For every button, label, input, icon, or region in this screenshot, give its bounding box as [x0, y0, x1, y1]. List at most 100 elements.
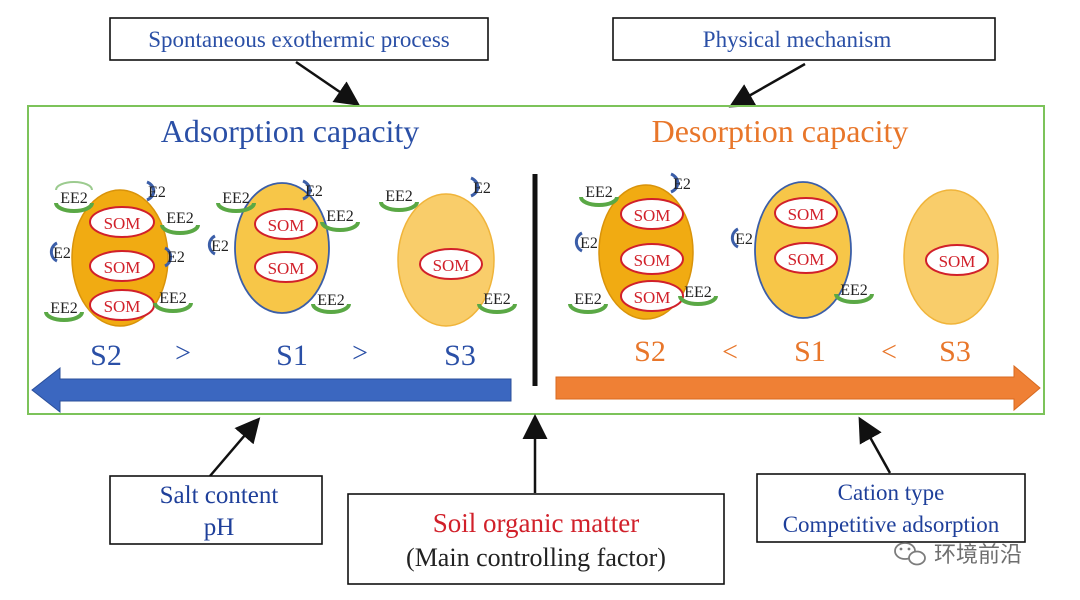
particle-s1-desorption: SOM SOM — [754, 181, 852, 319]
ee2-tag: EE2 — [160, 210, 200, 235]
e2-tag: E2 — [574, 231, 598, 253]
bottom-right-line1: Cation type — [838, 480, 945, 505]
e2-label: E2 — [580, 235, 598, 252]
order-s1: S1 — [276, 339, 308, 372]
order-sign: < — [722, 337, 738, 368]
e2-tag: E2 — [49, 241, 71, 263]
bottom-center-box: Soil organic matter (Main controlling fa… — [347, 493, 725, 585]
ee2-tag: EE2 — [834, 282, 874, 304]
som-marker: SOM — [774, 197, 838, 229]
bottom-left-line2: pH — [204, 514, 235, 541]
som-marker: SOM — [89, 206, 155, 238]
ee2-label: EE2 — [317, 292, 345, 309]
wechat-icon — [894, 542, 926, 566]
som-marker: SOM — [254, 208, 318, 240]
bottom-center-line2: (Main controlling factor) — [406, 543, 666, 572]
adsorption-title: Adsorption capacity — [161, 113, 420, 149]
som-label: SOM — [104, 214, 141, 233]
order-sign: < — [881, 337, 897, 368]
ee2-tag: EE2 — [54, 181, 94, 213]
ee2-tag: EE2 — [568, 291, 608, 314]
som-marker: SOM — [419, 248, 483, 280]
particle-s2-adsorption: SOM SOM SOM — [71, 189, 169, 327]
som-label: SOM — [634, 288, 671, 307]
ee2-label: EE2 — [840, 282, 868, 299]
ee2-label: EE2 — [574, 291, 602, 308]
particle-s3-adsorption: SOM — [397, 193, 495, 327]
som-label: SOM — [104, 258, 141, 277]
som-label: SOM — [268, 259, 305, 278]
desorption-title: Desorption capacity — [652, 113, 909, 149]
som-marker: SOM — [89, 250, 155, 282]
ee2-label: EE2 — [326, 208, 354, 225]
som-label: SOM — [104, 297, 141, 316]
ee2-label: EE2 — [159, 290, 187, 307]
desorption-order: S2 < S1 < S3 — [634, 335, 971, 368]
ee2-tag: EE2 — [311, 292, 351, 314]
e2-tag: E2 — [470, 176, 491, 198]
e2-tag: E2 — [730, 227, 753, 249]
som-label: SOM — [788, 250, 825, 269]
order-s3: S3 — [939, 335, 971, 368]
e2-tag: E2 — [164, 246, 185, 268]
e2-label: E2 — [305, 183, 323, 200]
ee2-tag: EE2 — [44, 300, 84, 322]
som-label: SOM — [268, 216, 305, 235]
order-sign: > — [352, 338, 368, 369]
top-left-box: Spontaneous exothermic process — [109, 17, 489, 61]
ee2-label: EE2 — [684, 284, 712, 301]
som-marker: SOM — [620, 243, 684, 275]
e2-tag: E2 — [670, 172, 691, 194]
e2-label: E2 — [53, 245, 71, 262]
desorption-arrow — [555, 364, 1041, 412]
bottom-left-box: Salt content pH — [109, 475, 323, 545]
top-left-arrow — [295, 60, 361, 106]
ee2-tag: EE2 — [216, 190, 256, 213]
bottom-left-arrow — [209, 417, 261, 477]
ee2-label: EE2 — [585, 184, 613, 201]
ee2-label: EE2 — [166, 210, 194, 227]
e2-label: E2 — [673, 176, 691, 193]
particle-s3-desorption: SOM — [903, 189, 999, 325]
order-s1: S1 — [794, 335, 826, 368]
som-label: SOM — [634, 251, 671, 270]
adsorption-arrow — [31, 366, 512, 414]
e2-tag: E2 — [302, 179, 323, 201]
som-label: SOM — [788, 205, 825, 224]
som-marker: SOM — [254, 251, 318, 283]
top-right-box: Physical mechanism — [612, 17, 996, 61]
bottom-right-line2: Competitive adsorption — [783, 512, 1000, 537]
order-s3: S3 — [444, 339, 476, 372]
top-right-box-label: Physical mechanism — [703, 27, 892, 52]
top-right-arrow — [728, 62, 806, 108]
som-marker: SOM — [925, 244, 989, 276]
watermark: 环境前沿 — [894, 542, 1022, 568]
bottom-right-arrow — [858, 416, 892, 474]
e2-label: E2 — [735, 231, 753, 248]
ee2-tag: EE2 — [678, 284, 718, 306]
som-label: SOM — [433, 256, 470, 275]
e2-label: E2 — [211, 238, 229, 255]
bottom-right-box: Cation type Competitive adsorption — [756, 473, 1026, 543]
e2-label: E2 — [148, 184, 166, 201]
ee2-tag: EE2 — [477, 291, 517, 314]
order-s2: S2 — [634, 335, 666, 368]
particle-s1-adsorption: SOM SOM — [234, 182, 330, 314]
e2-tag: E2 — [207, 234, 229, 256]
ee2-tag: EE2 — [379, 188, 419, 212]
ee2-label: EE2 — [50, 300, 78, 317]
order-s2: S2 — [90, 339, 122, 372]
ee2-label: EE2 — [385, 188, 413, 205]
som-marker: SOM — [620, 280, 684, 312]
som-marker: SOM — [89, 289, 155, 321]
top-left-box-label: Spontaneous exothermic process — [148, 27, 450, 52]
watermark-text: 环境前沿 — [934, 543, 1022, 568]
ee2-label: EE2 — [483, 291, 511, 308]
e2-tag: E2 — [146, 180, 166, 202]
ee2-label: EE2 — [222, 190, 250, 207]
e2-label: E2 — [167, 249, 185, 266]
som-marker: SOM — [774, 242, 838, 274]
ee2-tag: EE2 — [579, 184, 619, 207]
ee2-tag: EE2 — [153, 290, 193, 313]
